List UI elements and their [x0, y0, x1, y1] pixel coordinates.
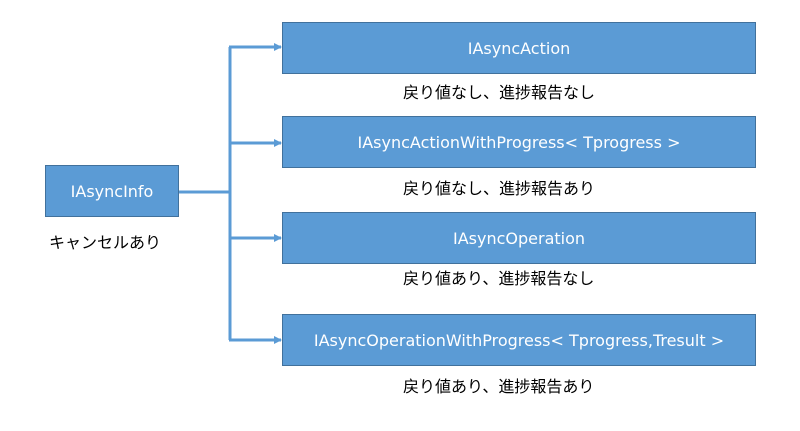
- interface-caption-3: 戻り値あり、進捗報告なし: [403, 269, 595, 288]
- interface-node-4-label: IAsyncOperationWithProgress< Tprogress,T…: [313, 330, 725, 350]
- interface-caption-2: 戻り値なし、進捗報告あり: [403, 179, 596, 198]
- interface-node-3-label: IAsyncOperation: [452, 228, 586, 248]
- interface-caption-1: 戻り値なし、進捗報告なし: [403, 83, 596, 102]
- root-caption: キャンセルあり: [49, 233, 162, 252]
- root-node: IAsyncInfo: [45, 165, 179, 217]
- interface-node-4: IAsyncOperationWithProgress< Tprogress,T…: [282, 314, 756, 366]
- interface-caption-4: 戻り値あり、進捗報告あり: [403, 377, 595, 396]
- interface-node-1-label: IAsyncAction: [467, 38, 571, 58]
- interface-node-2-label: IAsyncActionWithProgress< Tprogress >: [357, 132, 681, 152]
- interface-node-2: IAsyncActionWithProgress< Tprogress >: [282, 116, 756, 168]
- interface-node-1: IAsyncAction: [282, 22, 756, 74]
- root-node-label: IAsyncInfo: [70, 181, 154, 201]
- interface-node-3: IAsyncOperation: [282, 212, 756, 264]
